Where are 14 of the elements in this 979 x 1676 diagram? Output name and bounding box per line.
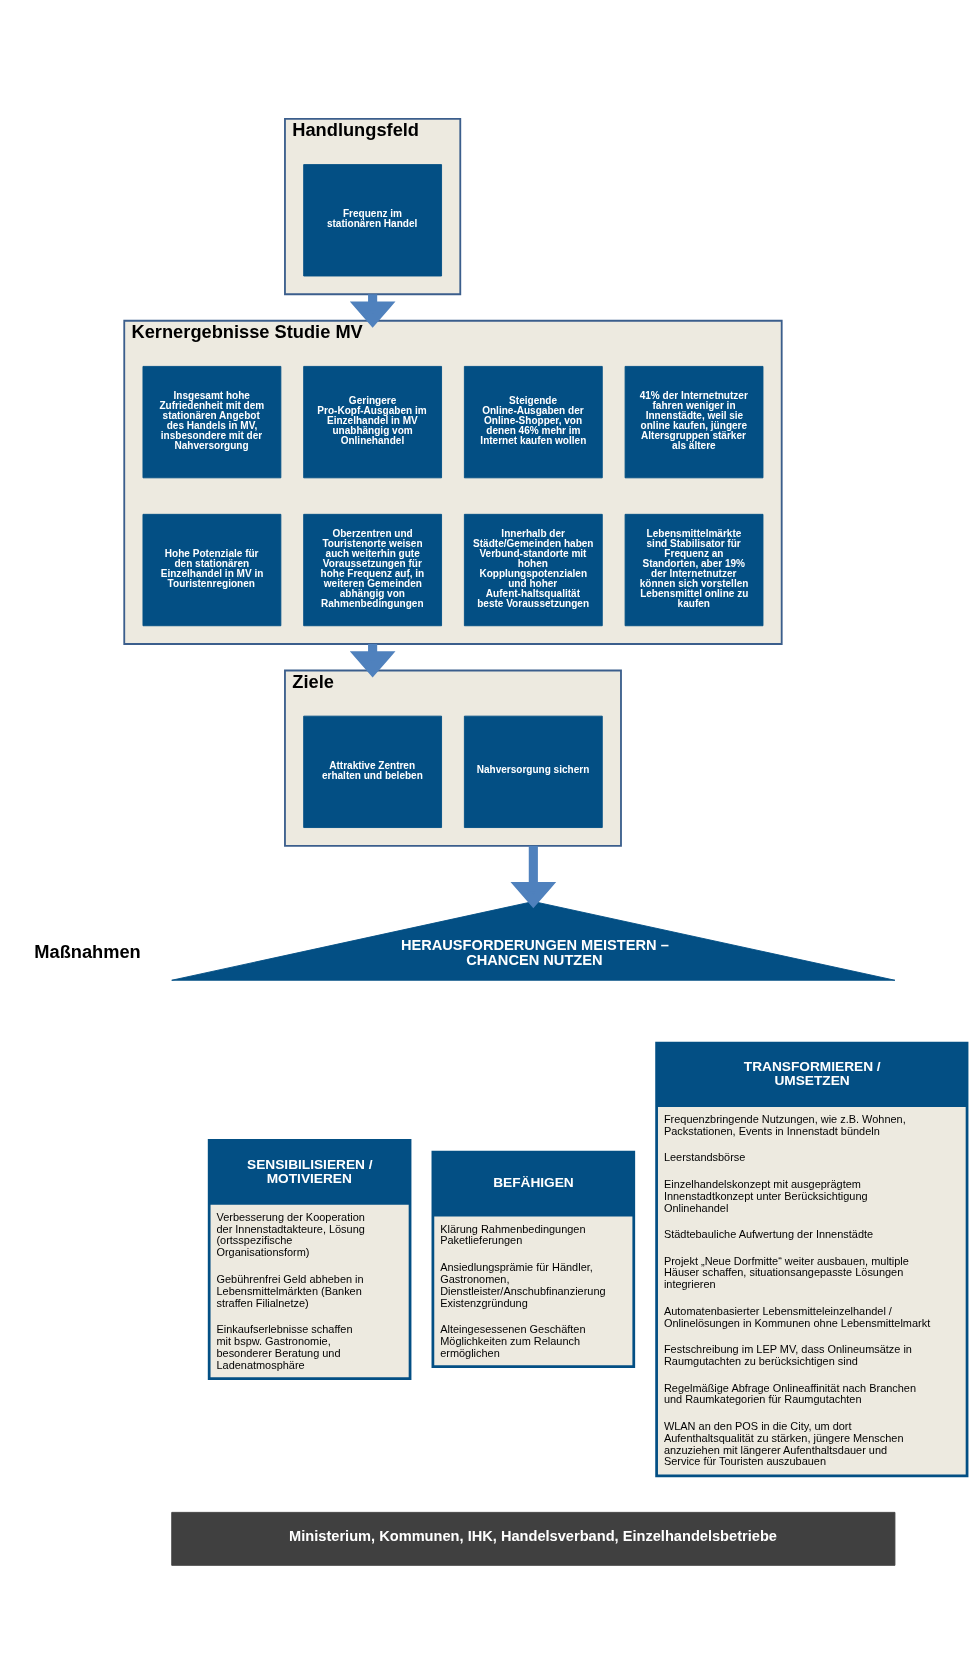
node-box: Nahversorgung sichern (463, 715, 603, 828)
arrow (510, 845, 557, 908)
node-box: Insgesamt hohe Zufriedenheit mit dem stationären Angebot des Handels in MV, insbesondere mit der Nahversorgung (142, 365, 282, 478)
node-box: Frequenz im stationären Handel (303, 163, 442, 276)
node-box: Oberzentren und Touristenorte weisen auch weiterhin gute Voraussetzungen für hohe Frequenz auf, in weiteren Gemeinden abhängig von Rahmenbedingungen (303, 513, 442, 626)
node-box: 41% der Internetnutzer fahren weniger in Innenstädte, weil sie online kaufen, jüngere Altersgruppen stärker als ältere (624, 365, 764, 478)
node-box: Steigende Online-Ausgaben der Online-Shopper, von denen 46% mehr im Internet kaufen wollen (463, 365, 603, 478)
node-box: Innerhalb der Städte/Gemeinden haben Verbund-standorte mit hohen Kopplungspotenzialen und hoher Aufent-haltsqualität beste Voraussetzungen (463, 513, 603, 626)
node-box: Ministerium, Kommunen, IHK, Handelsverband, Einzelhandelsbetriebe (171, 1511, 896, 1566)
node-box: Attraktive Zentren erhalten und beleben (303, 715, 442, 828)
node-label: Maßnahmen (34, 940, 141, 962)
node-box: Hohe Potenziale für den stationären Einzelhandel in MV in Touristenregionen (142, 513, 282, 626)
node-box: Lebensmittelmärkte sind Stabilisator für Frequenz an Standorten, aber 19% der Internetnutzer können sich vorstellen Lebensmittel online zu kaufen (624, 513, 764, 626)
node-box: Geringere Pro-Kopf-Ausgaben im Einzelhandel in MV unabhängig vom Onlinehandel (303, 365, 442, 478)
